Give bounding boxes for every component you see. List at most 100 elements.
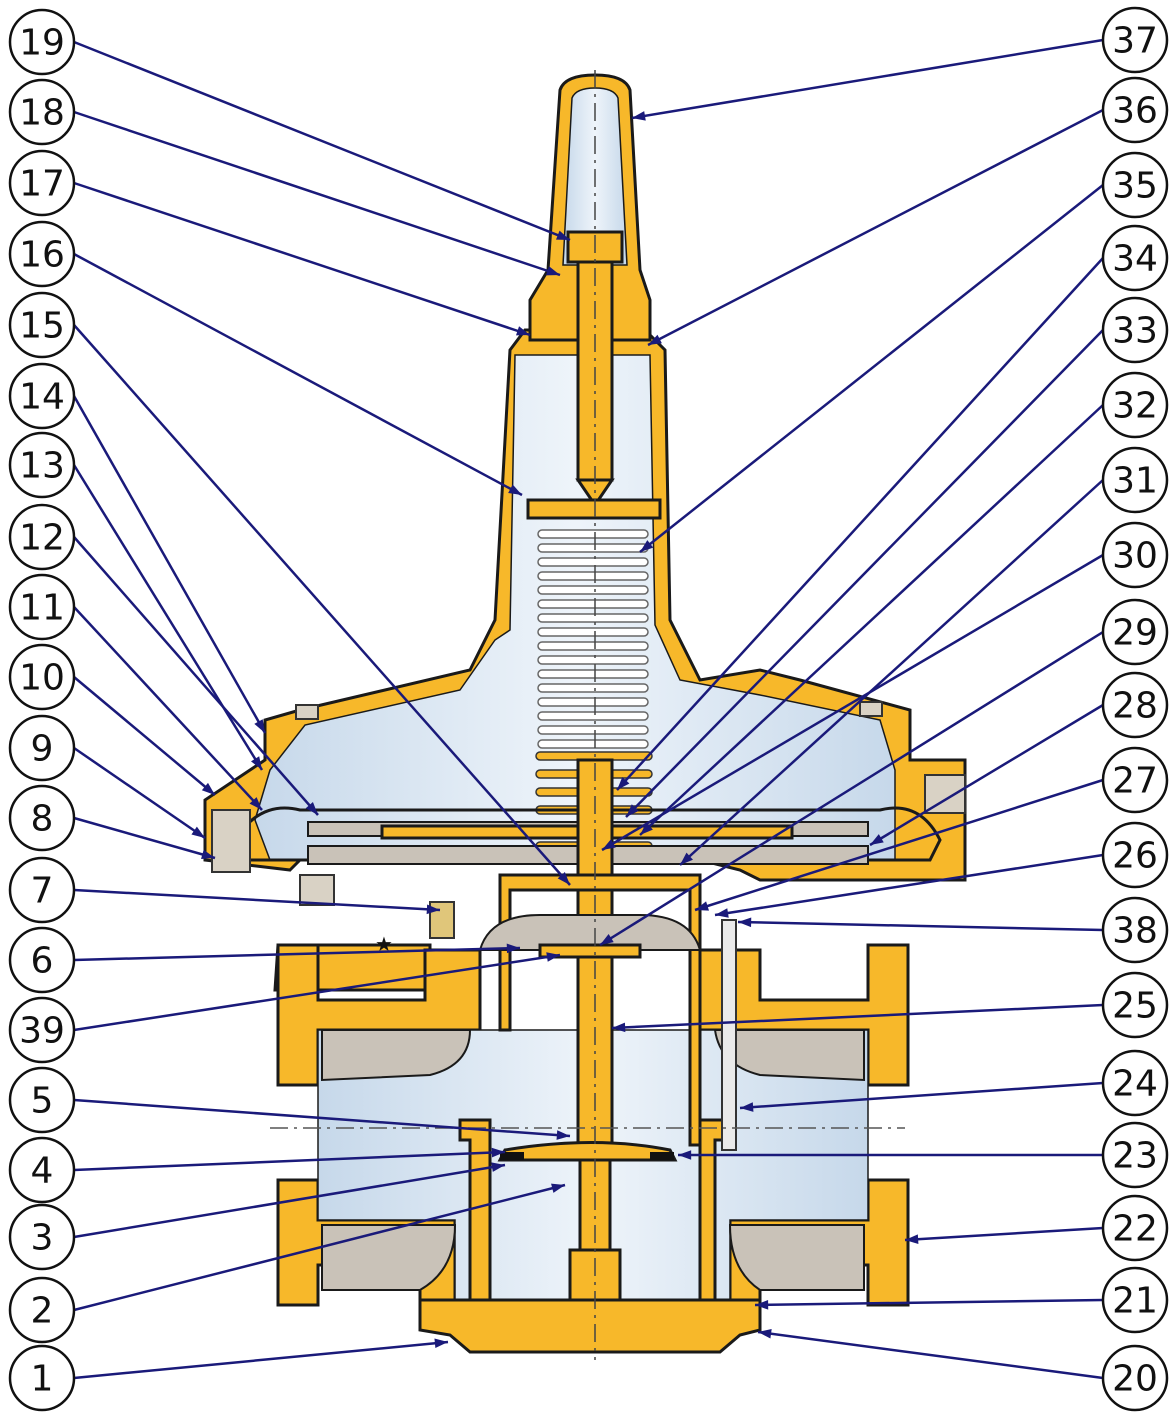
callout-number: 30 <box>1112 536 1158 577</box>
callout-circle <box>1101 598 1169 666</box>
callout-number: 35 <box>1112 166 1158 207</box>
callout-number: 29 <box>1112 613 1158 654</box>
callout-number: 24 <box>1112 1064 1158 1105</box>
leader-line-8 <box>73 816 216 860</box>
callout-16: 16 <box>8 220 76 288</box>
leader-line-12 <box>73 536 319 816</box>
callout-number: 33 <box>1112 311 1158 352</box>
leader-line-2 <box>73 1183 566 1312</box>
leader-line-38 <box>737 920 1104 932</box>
callout-circle <box>8 996 76 1064</box>
callout-number: 11 <box>19 588 65 629</box>
callout-number: 20 <box>1112 1359 1158 1400</box>
leader-arrow-34 <box>617 777 630 790</box>
callout-circle <box>8 1344 76 1412</box>
callout-circle <box>8 8 76 76</box>
callout-number: 27 <box>1112 761 1158 802</box>
leader-arrow-4 <box>491 1147 505 1158</box>
callout-number: 16 <box>19 235 65 276</box>
callout-circle <box>1101 1194 1169 1262</box>
left-seat-ring-top <box>321 1029 472 1082</box>
callout-number: 14 <box>19 377 65 418</box>
callout-circle <box>8 1203 76 1271</box>
spring-coil <box>537 697 649 707</box>
leader-arrow-18 <box>546 266 560 276</box>
callout-24: 24 <box>1101 1049 1169 1117</box>
spring-coil <box>537 543 649 553</box>
leader-line-27 <box>694 778 1104 912</box>
leader-line-10 <box>73 676 216 796</box>
callout-number: 4 <box>31 1151 54 1192</box>
callout-29: 29 <box>1101 598 1169 666</box>
callout-number: 5 <box>31 1081 54 1122</box>
callout-circle <box>1101 371 1169 439</box>
right-seat-ring-bottom <box>728 1224 865 1291</box>
callout-number: 1 <box>31 1359 54 1400</box>
callout-labels: 1918171615141312111098763954321373635343… <box>8 6 1169 1412</box>
callout-circle <box>8 714 76 782</box>
callout-14: 14 <box>8 362 76 430</box>
leader-arrow-17 <box>516 326 530 336</box>
callout-37: 37 <box>1101 6 1169 74</box>
callout-20: 20 <box>1101 1344 1169 1412</box>
callout-4: 4 <box>8 1136 76 1204</box>
inner-seat-housing <box>458 1118 492 1302</box>
callout-circle <box>1101 224 1169 292</box>
callout-30: 30 <box>1101 521 1169 589</box>
callout-10: 10 <box>8 643 76 711</box>
leader-line-37 <box>631 38 1104 120</box>
callout-number: 15 <box>19 306 65 347</box>
callout-number: 10 <box>19 658 65 699</box>
callout-circle <box>1101 971 1169 1039</box>
callout-circle <box>1101 521 1169 589</box>
callout-circle <box>8 220 76 288</box>
callout-34: 34 <box>1101 224 1169 292</box>
valve-body: ★ <box>203 70 967 1360</box>
leader-arrow-27 <box>695 901 709 911</box>
flange-bolt-top-right <box>859 701 883 717</box>
callout-15: 15 <box>8 291 76 359</box>
leader-line-3 <box>73 1163 506 1239</box>
callout-number: 25 <box>1112 986 1158 1027</box>
callout-circle <box>1101 151 1169 219</box>
leader-arrow-29 <box>600 933 614 945</box>
callout-circle <box>1101 671 1169 739</box>
spring-coil <box>537 557 649 567</box>
leader-arrow-1 <box>434 1338 448 1349</box>
callout-circle <box>8 503 76 571</box>
bottom-cap <box>418 1298 762 1354</box>
leader-arrow-31 <box>680 852 693 865</box>
leader-arrow-12 <box>305 801 318 815</box>
inner-bellows <box>478 914 702 951</box>
left-seat-ring-bottom <box>321 1224 457 1291</box>
callout-circle <box>1101 896 1169 964</box>
callout-circle <box>8 1136 76 1204</box>
spring-coil <box>537 571 649 581</box>
callout-circle <box>8 643 76 711</box>
spring-coil <box>537 529 649 539</box>
leader-line-36 <box>647 108 1104 347</box>
leader-arrow-13 <box>251 756 262 770</box>
leader-arrow-25 <box>612 1022 626 1033</box>
callout-circle <box>8 784 76 852</box>
callout-number: 9 <box>31 729 54 770</box>
spring-coil <box>537 711 649 721</box>
callout-number: 19 <box>19 23 65 64</box>
callout-number: 13 <box>19 446 65 487</box>
leader-line-29 <box>599 630 1104 947</box>
callout-number: 18 <box>19 93 65 134</box>
leader-arrow-3 <box>491 1162 505 1172</box>
leader-arrow-9 <box>191 826 205 838</box>
vent-screw <box>429 901 455 939</box>
leader-line-11 <box>73 606 263 811</box>
leader-arrow-21 <box>755 1300 769 1310</box>
leader-line-4 <box>73 1150 506 1172</box>
leader-line-34 <box>616 257 1104 791</box>
leader-line-9 <box>73 746 206 840</box>
bellows-plate <box>538 943 642 959</box>
flange-bolt-top-left <box>295 704 319 720</box>
leader-arrow-11 <box>249 797 262 810</box>
leader-line-26 <box>714 853 1104 917</box>
leader-line-19 <box>73 40 571 242</box>
callout-number: 28 <box>1112 686 1158 727</box>
